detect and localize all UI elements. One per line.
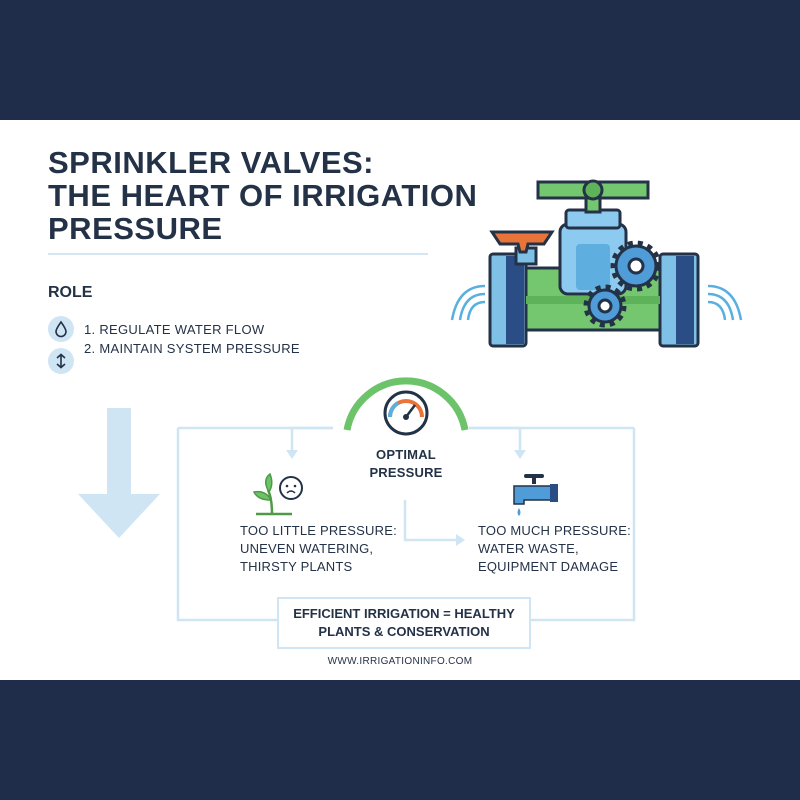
too-little-line-2: UNEVEN WATERING,	[240, 541, 374, 556]
down-arrow-icon	[78, 408, 160, 538]
optimal-line-1: OPTIMAL	[376, 447, 436, 462]
page-title: SPRINKLER VALVES: THE HEART OF IRRIGATIO…	[48, 146, 488, 245]
optimal-pressure-label: OPTIMAL PRESSURE	[346, 446, 466, 482]
title-line-2: THE HEART OF IRRIGATION	[48, 178, 478, 213]
summary-line-1: EFFICIENT IRRIGATION = HEALTHY	[293, 606, 515, 621]
too-much-line-2: WATER WASTE,	[478, 541, 579, 556]
too-little-line-3: THIRSTY PLANTS	[240, 559, 353, 574]
water-drop-icon	[48, 316, 74, 342]
sprinkler-valve-illustration	[450, 179, 743, 348]
role-heading: ROLE	[48, 284, 93, 301]
title-divider	[48, 253, 428, 255]
too-little-pressure-text: TOO LITTLE PRESSURE: UNEVEN WATERING, TH…	[240, 522, 397, 576]
up-down-arrows-icon	[48, 348, 74, 374]
wilted-plant-icon	[252, 472, 303, 516]
too-much-pressure-text: TOO MUCH PRESSURE: WATER WASTE, EQUIPMEN…	[478, 522, 631, 576]
faucet-icon	[513, 474, 558, 516]
website-url: WWW.IRRIGATIONINFO.COM	[327, 656, 473, 667]
too-much-line-3: EQUIPMENT DAMAGE	[478, 559, 619, 574]
pressure-gauge-icon	[383, 390, 429, 436]
summary-box: EFFICIENT IRRIGATION = HEALTHY PLANTS & …	[277, 597, 531, 649]
role-item-2: 2. MAINTAIN SYSTEM PRESSURE	[84, 341, 300, 356]
top-band	[0, 0, 800, 120]
title-line-3: PRESSURE	[48, 211, 223, 246]
too-much-line-1: TOO MUCH PRESSURE:	[478, 523, 631, 538]
summary-line-2: PLANTS & CONSERVATION	[318, 624, 490, 639]
bottom-band	[0, 680, 800, 800]
too-little-line-1: TOO LITTLE PRESSURE:	[240, 523, 397, 538]
optimal-line-2: PRESSURE	[369, 465, 443, 480]
role-item-1: 1. REGULATE WATER FLOW	[84, 322, 265, 337]
title-line-1: SPRINKLER VALVES:	[48, 145, 374, 180]
